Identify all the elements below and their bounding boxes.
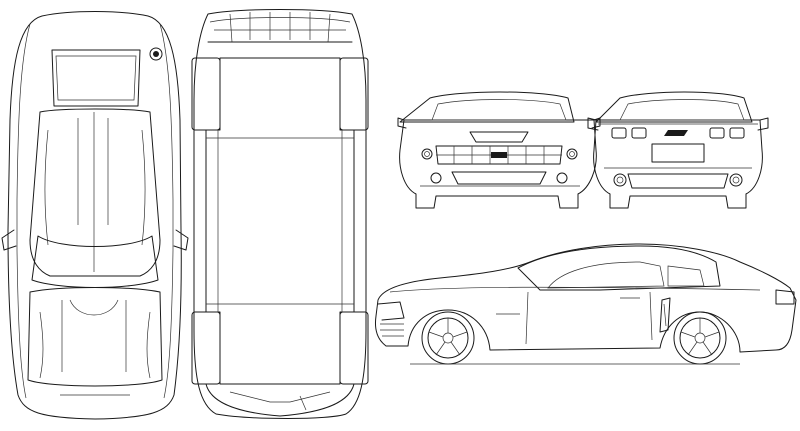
- bottom-view: [191, 9, 369, 419]
- front-view: [397, 91, 601, 209]
- top-view: [1, 11, 189, 420]
- side-view: [375, 243, 797, 365]
- rear-view: [587, 91, 769, 209]
